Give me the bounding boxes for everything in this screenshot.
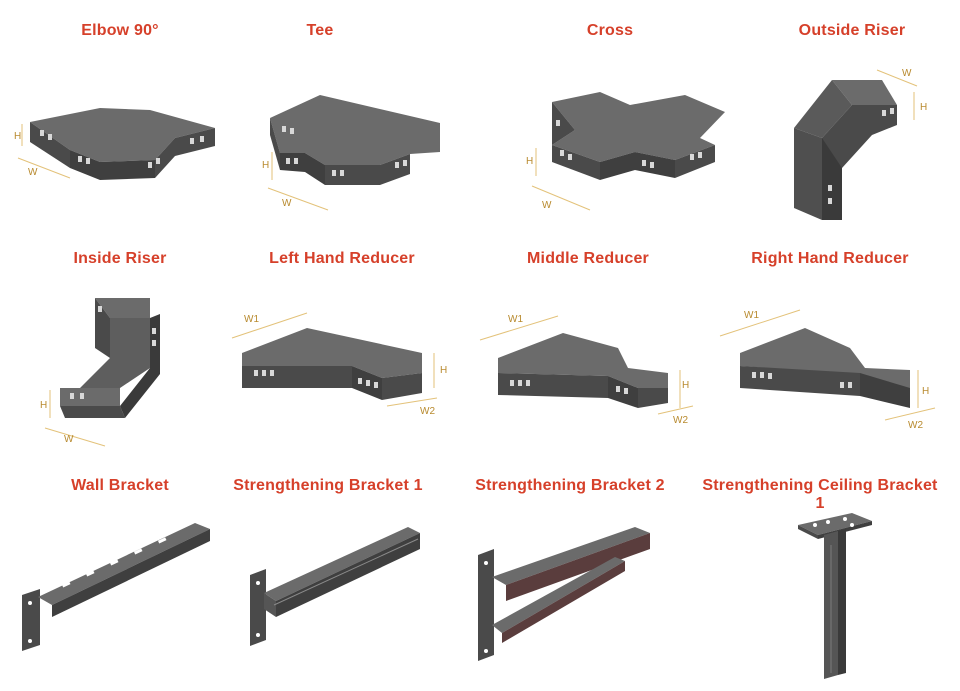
strengthening-ceiling-bracket-1-icon xyxy=(798,513,872,679)
dim-label: W1 xyxy=(244,314,259,325)
product-middle-reducer: Middle Reducer W1 H W2 xyxy=(468,228,708,456)
dim-label: W xyxy=(902,68,912,79)
dim-label: H xyxy=(682,380,689,391)
product-inside-riser: Inside Riser H W xyxy=(0,228,240,456)
product-title: Left Hand Reducer xyxy=(269,250,415,267)
product-cross: Cross H W xyxy=(490,0,730,228)
tee-tray-icon: H W xyxy=(262,95,440,211)
product-title: Wall Bracket xyxy=(71,477,169,494)
dim-label: H xyxy=(40,400,47,411)
inside-riser-tray-icon: H W xyxy=(40,298,160,447)
dim-label: W xyxy=(28,167,38,178)
dim-label: H xyxy=(526,156,533,167)
product-title: Elbow 90° xyxy=(81,22,159,39)
dim-label: H xyxy=(920,102,927,113)
product-outside-riser: Outside Riser W H xyxy=(732,0,960,228)
left-hand-reducer-tray-icon: W1 H W2 xyxy=(231,312,447,417)
dim-label: W2 xyxy=(908,420,923,431)
product-title: Right Hand Reducer xyxy=(751,250,909,267)
dim-label: H xyxy=(262,160,269,171)
product-title: Strengthening Bracket 1 xyxy=(233,477,423,494)
dim-label: W2 xyxy=(420,406,435,417)
wall-bracket-icon xyxy=(22,523,210,651)
dim-label: W xyxy=(64,434,74,445)
product-strengthening-bracket-1: Strengthening Bracket 1 xyxy=(208,455,448,683)
dim-label: H xyxy=(14,131,21,142)
strengthening-bracket-1-icon xyxy=(250,527,420,646)
product-title: Cross xyxy=(586,22,634,39)
product-title: Outside Riser xyxy=(798,22,906,39)
product-strengthening-bracket-2: Strengthening Bracket 2 xyxy=(450,455,690,683)
product-elbow-90: Elbow 90° H W xyxy=(0,0,240,228)
product-title: Strengthening Ceiling Bracket 1 xyxy=(702,477,938,512)
middle-reducer-tray-icon: W1 H W2 xyxy=(479,314,694,426)
outside-riser-tray-icon: W H xyxy=(794,68,927,220)
product-title: Middle Reducer xyxy=(527,250,649,267)
product-wall-bracket: Wall Bracket xyxy=(0,455,240,683)
product-title: Inside Riser xyxy=(73,250,167,267)
strengthening-bracket-2-icon xyxy=(478,527,650,661)
product-tee: Tee H W xyxy=(200,0,440,228)
product-right-hand-reducer: Right Hand Reducer W1 H W2 xyxy=(710,228,950,456)
cross-tray-icon: H W xyxy=(526,92,725,211)
dim-label: H xyxy=(440,365,447,376)
dim-label: W1 xyxy=(744,310,759,321)
dim-label: H xyxy=(922,386,929,397)
product-title: Strengthening Bracket 2 xyxy=(475,477,665,494)
product-left-hand-reducer: Left Hand Reducer W1 H W2 xyxy=(222,228,462,456)
dim-label: W xyxy=(282,198,292,209)
dim-label: W xyxy=(542,200,552,211)
product-strengthening-ceiling-bracket-1: Strengthening Ceiling Bracket 1 xyxy=(700,455,940,683)
right-hand-reducer-tray-icon: W1 H W2 xyxy=(719,309,936,431)
dim-label: W1 xyxy=(508,314,523,325)
product-title: Tee xyxy=(306,22,334,39)
dim-label: W2 xyxy=(673,415,688,426)
elbow-90-tray-icon: H W xyxy=(14,108,215,180)
